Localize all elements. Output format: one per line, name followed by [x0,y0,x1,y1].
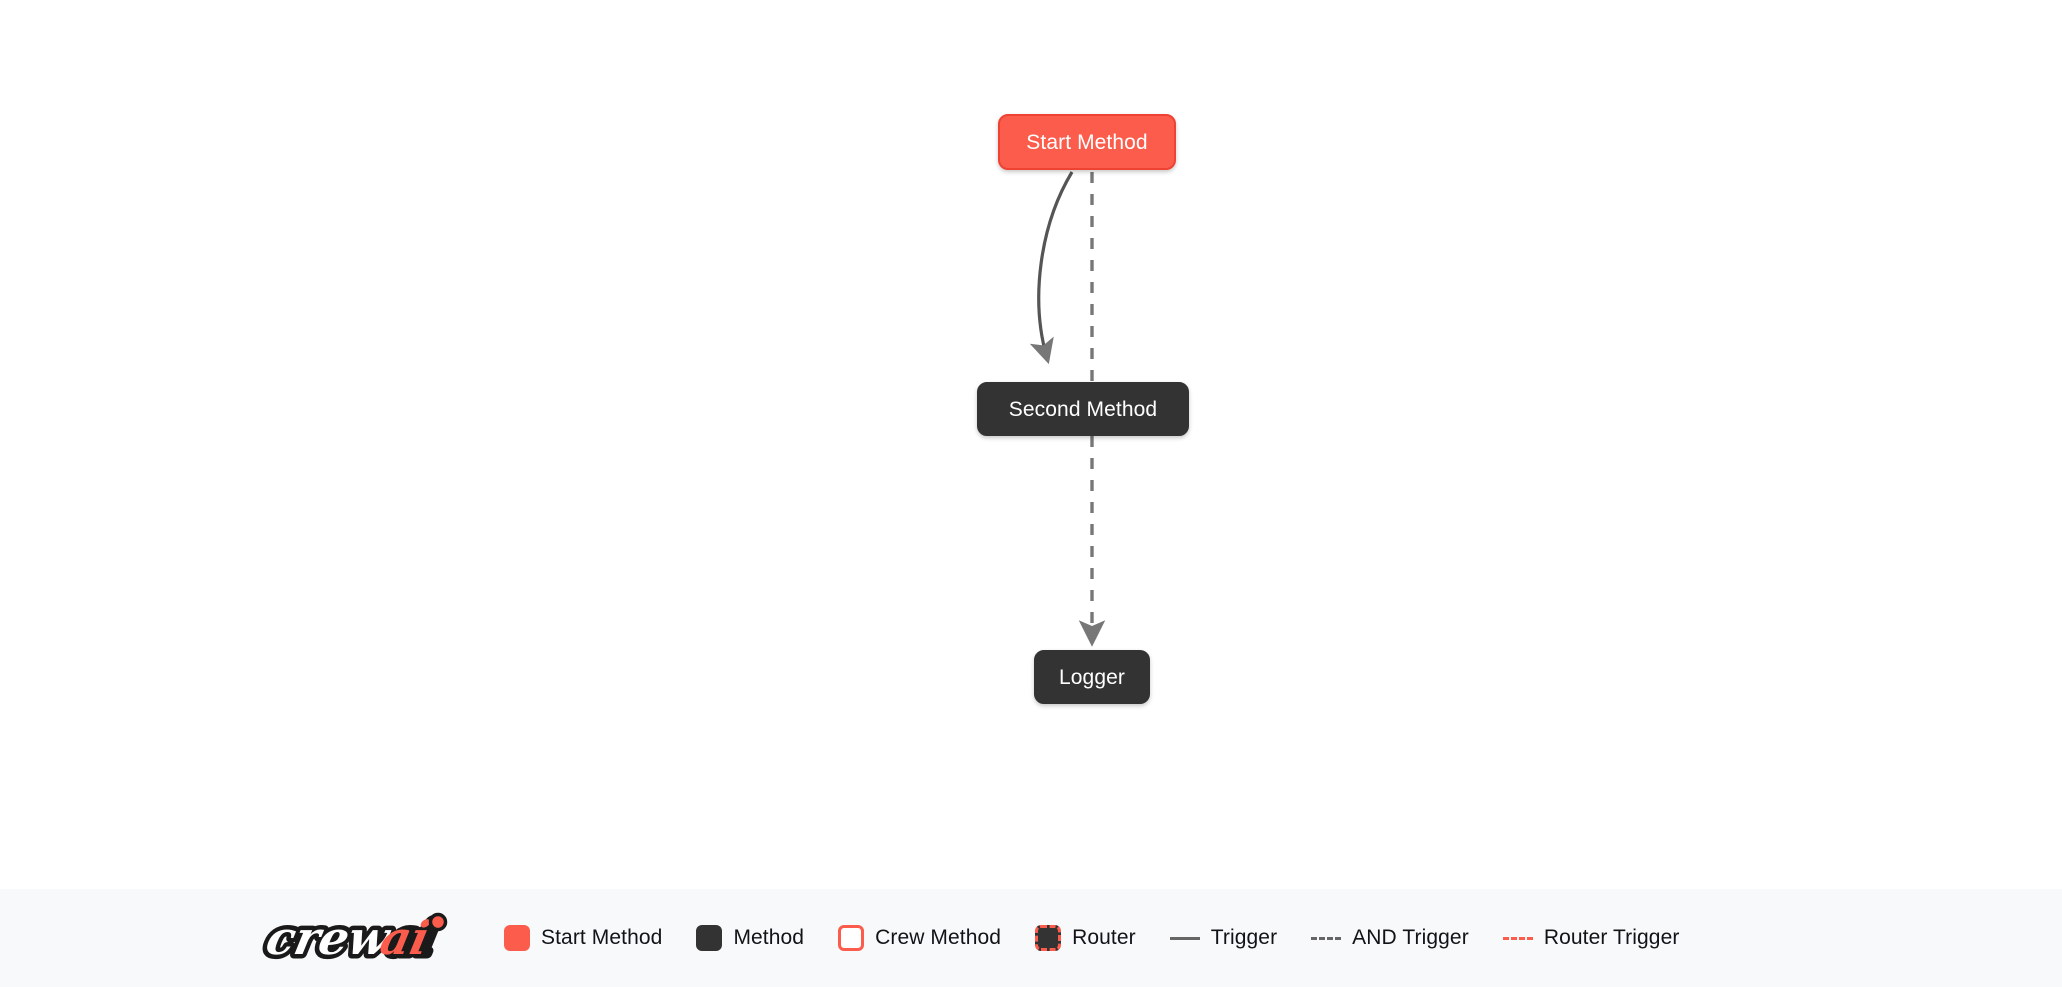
trigger-line-icon [1169,936,1200,940]
crewai-logo-crew: crew [262,910,397,964]
legend-method-label: Method [733,926,805,949]
legend-and-trigger: AND Trigger [1311,926,1469,950]
legend-start-method: Start Method [504,925,662,951]
legend-router-trigger-label: Router Trigger [1543,926,1680,949]
and-trigger-line-icon [1311,936,1342,940]
crew-method-swatch-icon [838,925,865,951]
legend-and-trigger-label: AND Trigger [1352,926,1469,949]
legend-bar: crewai crew ai Start Method Method Crew … [0,889,2062,987]
legend-router: Router [1035,925,1136,951]
legend-router-trigger: Router Trigger [1502,926,1680,950]
legend-trigger: Trigger [1169,926,1278,950]
crewai-logo-dot [428,912,448,932]
node-logger[interactable]: Logger [1034,650,1150,704]
node-second-method[interactable]: Second Method [977,382,1189,436]
legend-crew-method: Crew Method [838,925,1001,951]
crewai-logo-ai: ai [376,910,435,964]
legend-trigger-label: Trigger [1210,926,1278,949]
crewai-logo-outline: crewai [262,910,442,964]
crewai-logo: crewai crew ai [257,907,448,969]
node-start-method[interactable]: Start Method [998,114,1176,170]
legend-router-label: Router [1072,926,1136,949]
legend-start-method-label: Start Method [541,926,663,949]
edge-layer [1029,171,1106,647]
method-swatch-icon [696,925,723,951]
flow-canvas[interactable]: Start Method Second Method Logger [0,0,2062,889]
start-method-swatch-icon [504,925,530,951]
legend-method: Method [696,925,804,951]
node-second-method-label: Second Method [1008,397,1158,421]
node-start-method-label: Start Method [1026,130,1148,154]
edge-start-to-second-method [1029,171,1074,365]
node-logger-label: Logger [1059,665,1125,689]
legend-crew-method-label: Crew Method [875,926,1002,949]
router-trigger-line-icon [1502,936,1533,940]
router-swatch-icon [1035,925,1062,951]
